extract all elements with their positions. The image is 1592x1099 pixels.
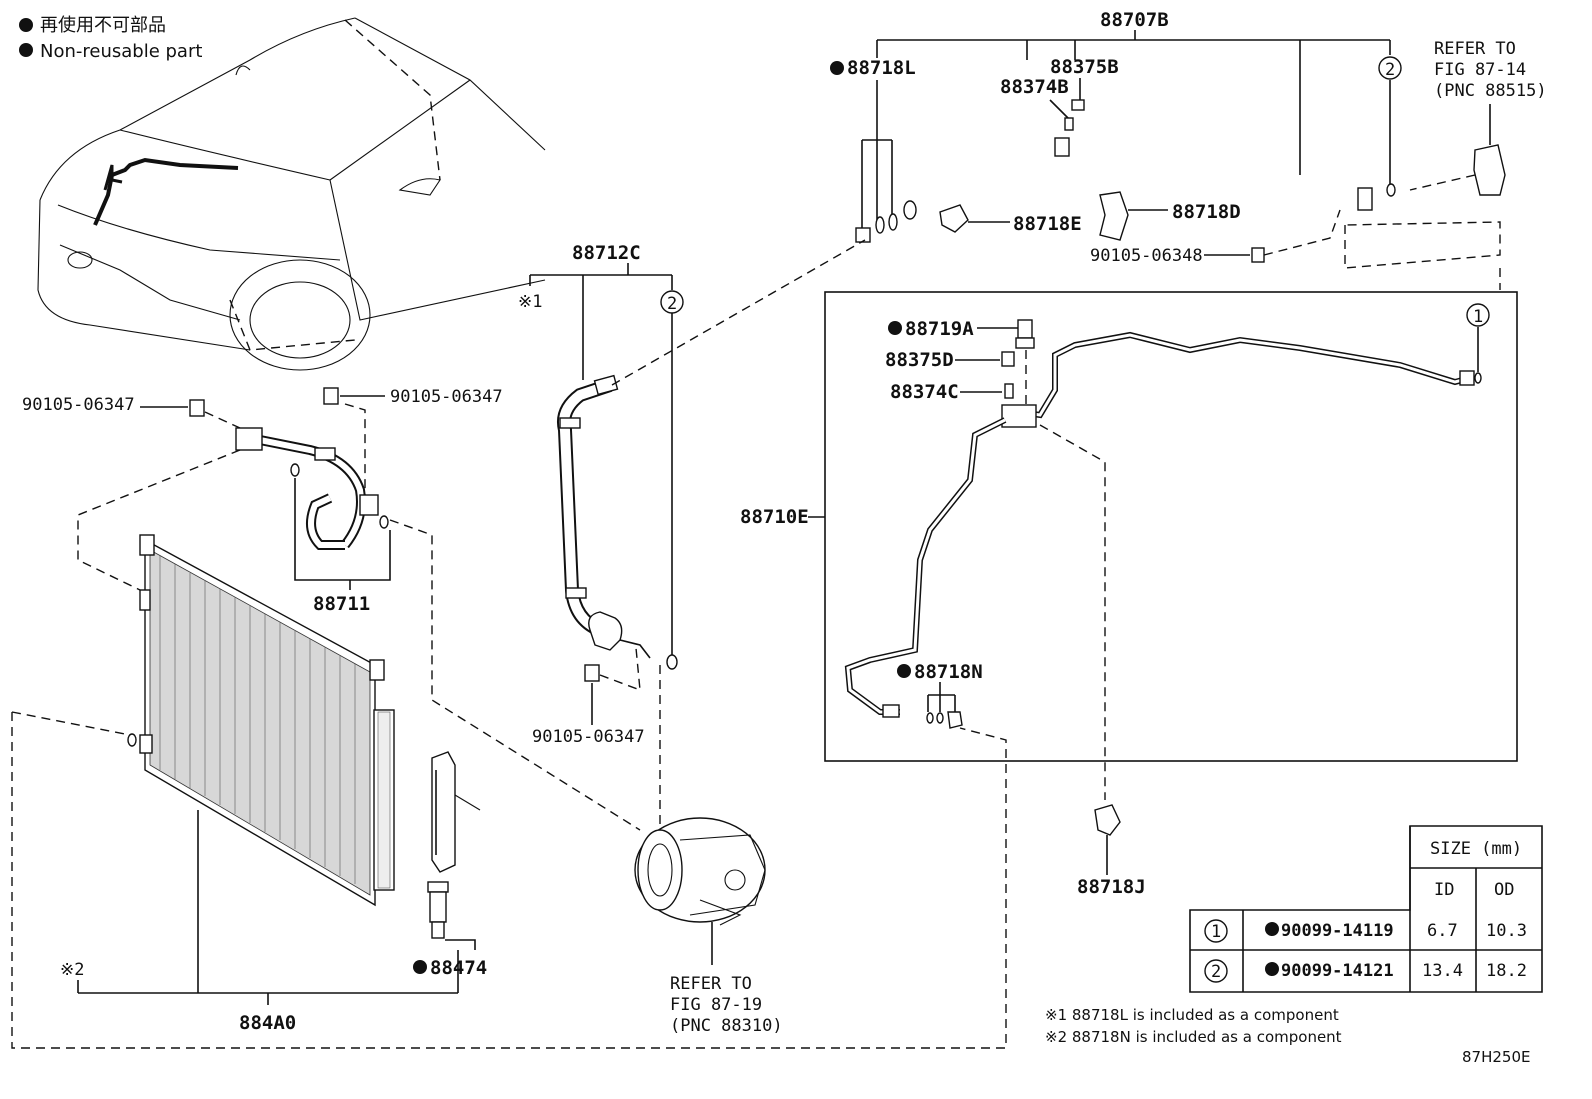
non-reusable-dot-icon: [19, 43, 33, 57]
row-1-part: 90099-14119: [1281, 921, 1394, 941]
label-88375D: 88375D: [885, 349, 954, 371]
footnote-2: ※2 88718N is included as a component: [1045, 1028, 1342, 1046]
label-88374B: 88374B: [1000, 76, 1069, 98]
boundary-line: [11, 712, 1007, 1049]
size-table-header: SIZE (mm): [1430, 839, 1522, 859]
ref2-line2: FIG 87-19: [670, 995, 762, 1015]
label-88718E: 88718E: [1013, 213, 1082, 235]
row-2-id: 13.4: [1422, 961, 1463, 981]
figure-code: 87H250E: [1462, 1048, 1530, 1066]
table-row: 1 90099-14119 6.7 10.3: [1204, 919, 1527, 943]
size-table: SIZE (mm) ID OD 1 90099-14119 6.7 10.3 2…: [1189, 825, 1543, 993]
vehicle-illustration: [37, 17, 546, 371]
ref1-line1: REFER TO: [1434, 39, 1516, 59]
non-reusable-dot-icon: [413, 960, 427, 974]
circle-1-box: [1466, 303, 1490, 327]
row-2-part: 90099-14121: [1281, 961, 1394, 981]
assembly-88712C: 88712C ※1 2 90105-06347: [518, 239, 866, 830]
legend: 再使用不可部品 Non-reusable part: [19, 15, 202, 62]
row-2-no: 2: [1211, 962, 1221, 982]
legend-en: Non-reusable part: [40, 41, 202, 62]
label-88719A: 88719A: [905, 318, 974, 340]
label-90105-06347-a: 90105-06347: [22, 395, 135, 415]
row-1-no: 1: [1211, 922, 1221, 942]
legend-jp: 再使用不可部品: [40, 15, 166, 36]
non-reusable-dot-icon: [830, 61, 844, 75]
size-table-col-od: OD: [1494, 880, 1514, 900]
label-88374C: 88374C: [890, 381, 959, 403]
row-2-od: 18.2: [1486, 961, 1527, 981]
label-88718D: 88718D: [1172, 201, 1241, 223]
assembly-88710E: 88710E 88719A 88375D 88374C 1 88718N: [740, 291, 1518, 800]
circle-2-mid-text: 2: [667, 294, 677, 314]
non-reusable-dot-icon: [897, 664, 911, 678]
non-reusable-dot-icon: [19, 18, 33, 32]
label-88718J: 88718J: [1077, 876, 1146, 898]
ref1-line2: FIG 87-14: [1434, 60, 1526, 80]
part-88718J: 88718J: [1077, 804, 1146, 898]
ref2-line3: (PNC 88310): [670, 1016, 783, 1036]
label-88718L: 88718L: [847, 57, 916, 79]
circle-2-top: [1378, 56, 1402, 80]
note-1-mark: ※1: [518, 292, 542, 312]
label-90105-06348: 90105-06348: [1090, 246, 1203, 266]
label-90105-06347-b: 90105-06347: [390, 387, 503, 407]
assembly-88707B: 88707B 88375B 88374B 88718L 88718E 88718: [830, 9, 1547, 290]
label-88375B: 88375B: [1050, 56, 1119, 78]
boundary-line: [11, 711, 131, 736]
condenser-884A0: ※2 884A0: [60, 534, 459, 1034]
circle-1-box-text: 1: [1473, 307, 1483, 327]
part-88474: 88474: [413, 751, 487, 979]
row-1-od: 10.3: [1486, 921, 1527, 941]
ref1-line3: (PNC 88515): [1434, 81, 1547, 101]
ref2-line1: REFER TO: [670, 974, 752, 994]
label-88474: 88474: [430, 957, 487, 979]
table-row: 2 90099-14121 13.4 18.2: [1204, 959, 1527, 983]
row-1-id: 6.7: [1427, 921, 1458, 941]
footnote-1: ※1 88718L is included as a component: [1045, 1006, 1339, 1024]
non-reusable-dot-icon: [1265, 922, 1279, 936]
label-88712C: 88712C: [572, 242, 641, 264]
label-88707B: 88707B: [1100, 9, 1169, 31]
label-90105-06347-c: 90105-06347: [532, 727, 645, 747]
refer-fig-87-14: REFER TO FIG 87-14 (PNC 88515): [1434, 39, 1547, 101]
compressor: REFER TO FIG 87-19 (PNC 88310): [634, 817, 783, 1036]
label-88711: 88711: [313, 593, 370, 615]
note-2-mark: ※2: [60, 960, 84, 980]
non-reusable-dot-icon: [888, 321, 902, 335]
label-88718N: 88718N: [914, 661, 983, 683]
circle-2-top-text: 2: [1385, 60, 1395, 80]
size-table-col-id: ID: [1434, 880, 1454, 900]
label-88710E: 88710E: [740, 506, 809, 528]
assembly-88711: 90105-06347 90105-06347 88711: [22, 387, 641, 831]
label-884A0: 884A0: [239, 1012, 296, 1034]
non-reusable-dot-icon: [1265, 962, 1279, 976]
